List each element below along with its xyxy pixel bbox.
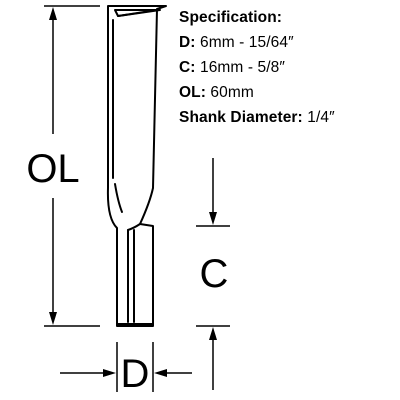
c-label: C <box>200 252 229 296</box>
d-dimension <box>60 342 192 392</box>
ol-top-arrow <box>49 7 57 20</box>
c-top-arrow <box>209 212 217 225</box>
spec-row-c: C: 16mm - 5/8″ <box>179 55 397 80</box>
spec-value-d: 6mm - 15/64″ <box>199 34 294 51</box>
d-left-arrow <box>103 369 116 377</box>
specification-panel: Specification: D: 6mm - 15/64″ C: 16mm -… <box>179 5 397 130</box>
c-dimension <box>196 158 230 390</box>
spec-key-c: C: <box>179 59 200 76</box>
d-label: D <box>121 352 150 396</box>
spec-key-d: D: <box>179 34 200 51</box>
spec-key-shank-diameter: Shank Diameter: <box>179 109 308 126</box>
spec-row-d: D: 6mm - 15/64″ <box>179 30 397 55</box>
spec-value-shank-diameter: 1/4″ <box>307 109 335 126</box>
specification-title: Specification: <box>179 9 283 26</box>
ol-dimension <box>44 5 100 327</box>
spec-row-shank-diameter: Shank Diameter: 1/4″ <box>179 105 397 130</box>
d-right-arrow <box>154 369 167 377</box>
ol-bottom-arrow <box>49 312 57 325</box>
c-bottom-arrow <box>209 327 217 340</box>
ol-label: OL <box>26 147 79 191</box>
spec-key-ol: OL: <box>179 84 211 101</box>
spec-value-ol: 60mm <box>210 84 254 101</box>
spec-value-c: 16mm - 5/8″ <box>199 59 285 76</box>
router-bit-drawing <box>106 5 167 327</box>
spec-row-ol: OL: 60mm <box>179 80 397 105</box>
